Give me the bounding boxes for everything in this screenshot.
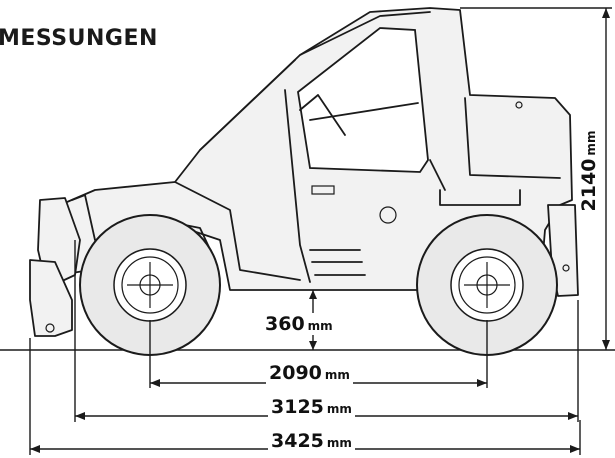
length-inner-unit: mm xyxy=(326,402,352,416)
fuel-cap xyxy=(379,206,397,224)
ground-clearance-unit: mm xyxy=(307,319,333,333)
side-window xyxy=(297,27,429,173)
length-inner-value: 3125 xyxy=(271,396,324,418)
front-hitch xyxy=(29,259,73,337)
height-label: 2140mm xyxy=(578,126,600,216)
height-value: 2140 xyxy=(578,158,600,212)
height-marker xyxy=(460,7,612,350)
door-handle xyxy=(311,185,335,195)
diagram-title: MESSUNGEN xyxy=(0,26,158,51)
front-wheel xyxy=(79,214,221,356)
wheelbase-value: 2090 xyxy=(269,362,322,384)
rear-wheel xyxy=(416,214,558,356)
length-total-value: 3425 xyxy=(271,430,324,452)
height-unit: mm xyxy=(584,130,598,156)
wheelbase-unit: mm xyxy=(324,368,350,382)
vehicle-body xyxy=(29,7,579,337)
ground-clearance-value: 360 xyxy=(265,313,305,335)
length-total-unit: mm xyxy=(326,436,352,450)
